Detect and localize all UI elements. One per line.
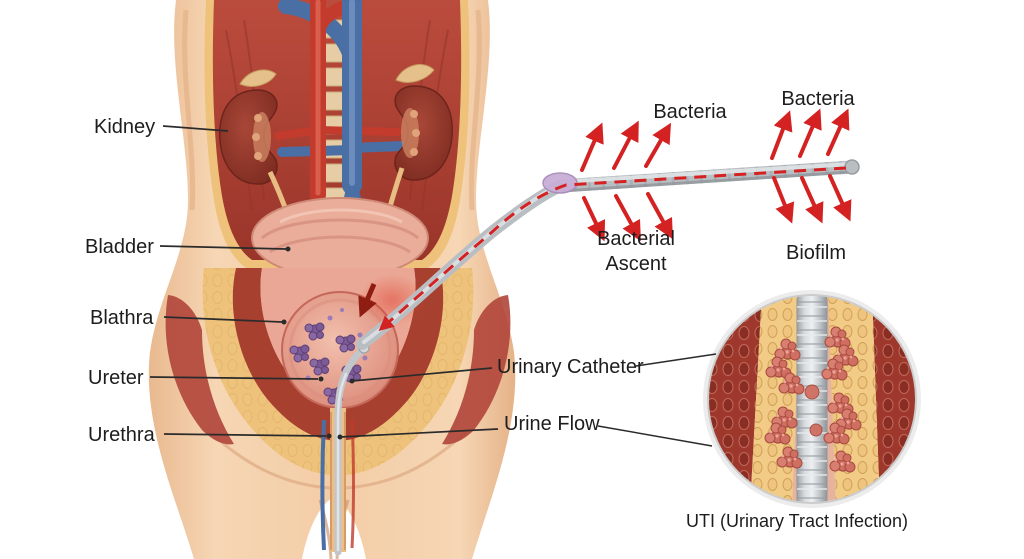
label-bladder: Bladder [85,236,154,258]
label-bacteria-top: Bacteria [653,101,727,123]
bacterial-ascent-path [378,166,847,331]
inset-magnifier [703,290,921,508]
kidney-right [394,64,453,181]
label-urinary-catheter: Urinary Catheter [497,356,644,378]
label-urethra: Urethra [88,424,156,446]
label-ureter: Ureter [88,367,144,389]
label-kidney: Kidney [94,116,155,138]
bacteria-arrows [580,108,852,242]
inset-catheter [796,295,828,503]
label-uti-caption: UTI (Urinary Tract Infection) [686,511,908,531]
kidney-left [219,69,278,185]
label-urine-flow: Urine Flow [504,413,600,435]
label-blathra: Blathra [90,307,154,329]
label-bacteria-right: Bacteria [781,88,855,110]
labels: Kidney Bladder Blathra Ureter Urethra Ba… [85,88,908,531]
biofilm-colonies [764,326,862,473]
leader-lines [149,125,717,447]
intestines [251,197,429,279]
label-biofilm: Biofilm [786,242,846,264]
catheter-balloon [542,172,578,194]
